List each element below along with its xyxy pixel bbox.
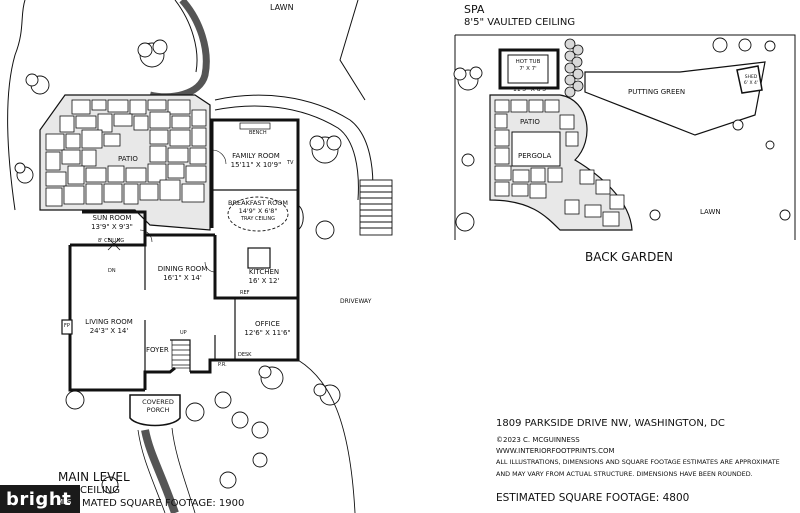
- bench-label: BENCH: [249, 130, 267, 136]
- total-square-footage: ESTIMATED SQUARE FOOTAGE: 4800: [496, 492, 690, 504]
- garden-path-edge: [174, 0, 198, 73]
- disclaimer-line-1: ALL ILLUSTRATIONS, DIMENSIONS AND SQUARE…: [496, 458, 780, 466]
- kitchen-name: KITCHEN: [248, 268, 280, 276]
- living-room-name: LIVING ROOM: [85, 318, 133, 326]
- driveway-label: DRIVEWAY: [340, 298, 372, 305]
- family-room-dims: 15'11" X 10'9": [230, 161, 282, 169]
- sun-room-ceiling-note: 8' CEILING: [98, 238, 125, 244]
- shed-name: SHED: [744, 75, 758, 80]
- putting-green-label: PUTTING GREEN: [628, 88, 686, 96]
- front-walkway: [141, 429, 179, 513]
- breakfast-room-label: BREAKFAST ROOM 14'9" X 6'8" TRAY CEILING: [228, 199, 288, 223]
- powder-room-label: P.R.: [218, 362, 227, 368]
- website-link[interactable]: WWW.INTERIORFOOTPRINTS.COM: [496, 447, 615, 455]
- shed-dims: 6' X 4': [743, 80, 759, 86]
- fireplace-label: FP: [64, 323, 70, 329]
- dining-room-label: DINING ROOM 16'1" X 14': [155, 265, 210, 283]
- sun-room-name: SUN ROOM: [92, 214, 132, 222]
- hot-tub-name: HOT TUB: [515, 59, 541, 65]
- driveway-curve: [214, 94, 374, 201]
- covered-porch-outline: [129, 394, 181, 427]
- foyer-label: FOYER: [146, 346, 169, 354]
- breakfast-room-note: TRAY CEILING: [240, 216, 275, 222]
- main-level-sqft: MATED SQUARE FOOTAGE: 1900: [82, 498, 245, 509]
- living-room-label: LIVING ROOM 24'3" X 14': [78, 318, 140, 336]
- spa-ceiling: 8'5" VAULTED CEILING: [464, 17, 576, 28]
- dining-room-name: DINING ROOM: [157, 265, 208, 273]
- patio-label-main: PATIO: [118, 155, 138, 163]
- tv-label: TV: [287, 160, 294, 166]
- main-level-ceiling: CEILING: [80, 485, 120, 496]
- shed-label: SHED 6' X 4': [740, 75, 762, 86]
- badge-sub: MLS: [57, 498, 72, 506]
- breakfast-room-name: BREAKFAST ROOM: [228, 199, 288, 207]
- family-room-name: FAMILY ROOM: [232, 152, 280, 160]
- driveway-curve-inner: [214, 105, 359, 201]
- bright-mls-badge: bright MLS: [0, 485, 80, 513]
- copyright-line: ©2023 C. MCGUINNESS: [496, 436, 580, 444]
- living-room-dims: 24'3" X 14': [89, 327, 129, 335]
- main-level-plan: [7, 0, 393, 513]
- desk-label: DESK: [238, 352, 252, 358]
- sun-room-label: SUN ROOM 13'9" X 9'3": [82, 214, 142, 232]
- refrigerator-label: REF: [240, 290, 250, 296]
- back-garden-plan: [453, 34, 796, 240]
- shed: [736, 65, 763, 94]
- lawn-label-main: LAWN: [270, 3, 294, 12]
- property-address: 1809 PARKSIDE DRIVE NW, WASHINGTON, DC: [496, 418, 725, 429]
- stairs-down-label: DN: [108, 268, 116, 274]
- sun-room-dims: 13'9" X 9'3": [91, 223, 133, 231]
- breakfast-room-dims: 14'9" X 6'8": [238, 207, 278, 215]
- hot-tub-area-dims: 11'3" X 8'3": [513, 86, 549, 93]
- kitchen-dims: 16' X 12': [248, 277, 280, 285]
- hot-tub-label: HOT TUB 7' X 7': [508, 59, 548, 73]
- family-room-label: FAMILY ROOM 15'11" X 10'9": [220, 152, 292, 170]
- pergola-label: PERGOLA: [518, 152, 552, 160]
- dining-room-dims: 16'1" X 14': [163, 274, 202, 282]
- office-label: OFFICE 12'6" X 11'6": [240, 320, 295, 338]
- left-walkway: [7, 0, 26, 211]
- main-level-title: MAIN LEVEL: [58, 470, 130, 484]
- kitchen-label: KITCHEN 16' X 12': [240, 268, 288, 286]
- back-patio-label: PATIO: [520, 118, 540, 126]
- lawn-label-garden: LAWN: [700, 208, 721, 216]
- office-dims: 12'6" X 11'6": [244, 329, 291, 337]
- house-walls: [68, 118, 300, 392]
- spa-title: SPA: [464, 3, 485, 16]
- hot-tub-dims: 7' X 7': [519, 66, 537, 72]
- putting-green: [584, 61, 766, 136]
- office-name: OFFICE: [255, 320, 280, 328]
- back-garden-title: BACK GARDEN: [585, 250, 673, 264]
- stairs-up-label: UP: [180, 330, 187, 336]
- disclaimer-line-2: AND MAY VARY FROM ACTUAL STRUCTURE. DIME…: [496, 470, 753, 478]
- badge-text: bright: [6, 489, 72, 510]
- covered-porch-label: COVERED PORCH: [142, 398, 174, 414]
- exterior-stairs: [359, 179, 393, 236]
